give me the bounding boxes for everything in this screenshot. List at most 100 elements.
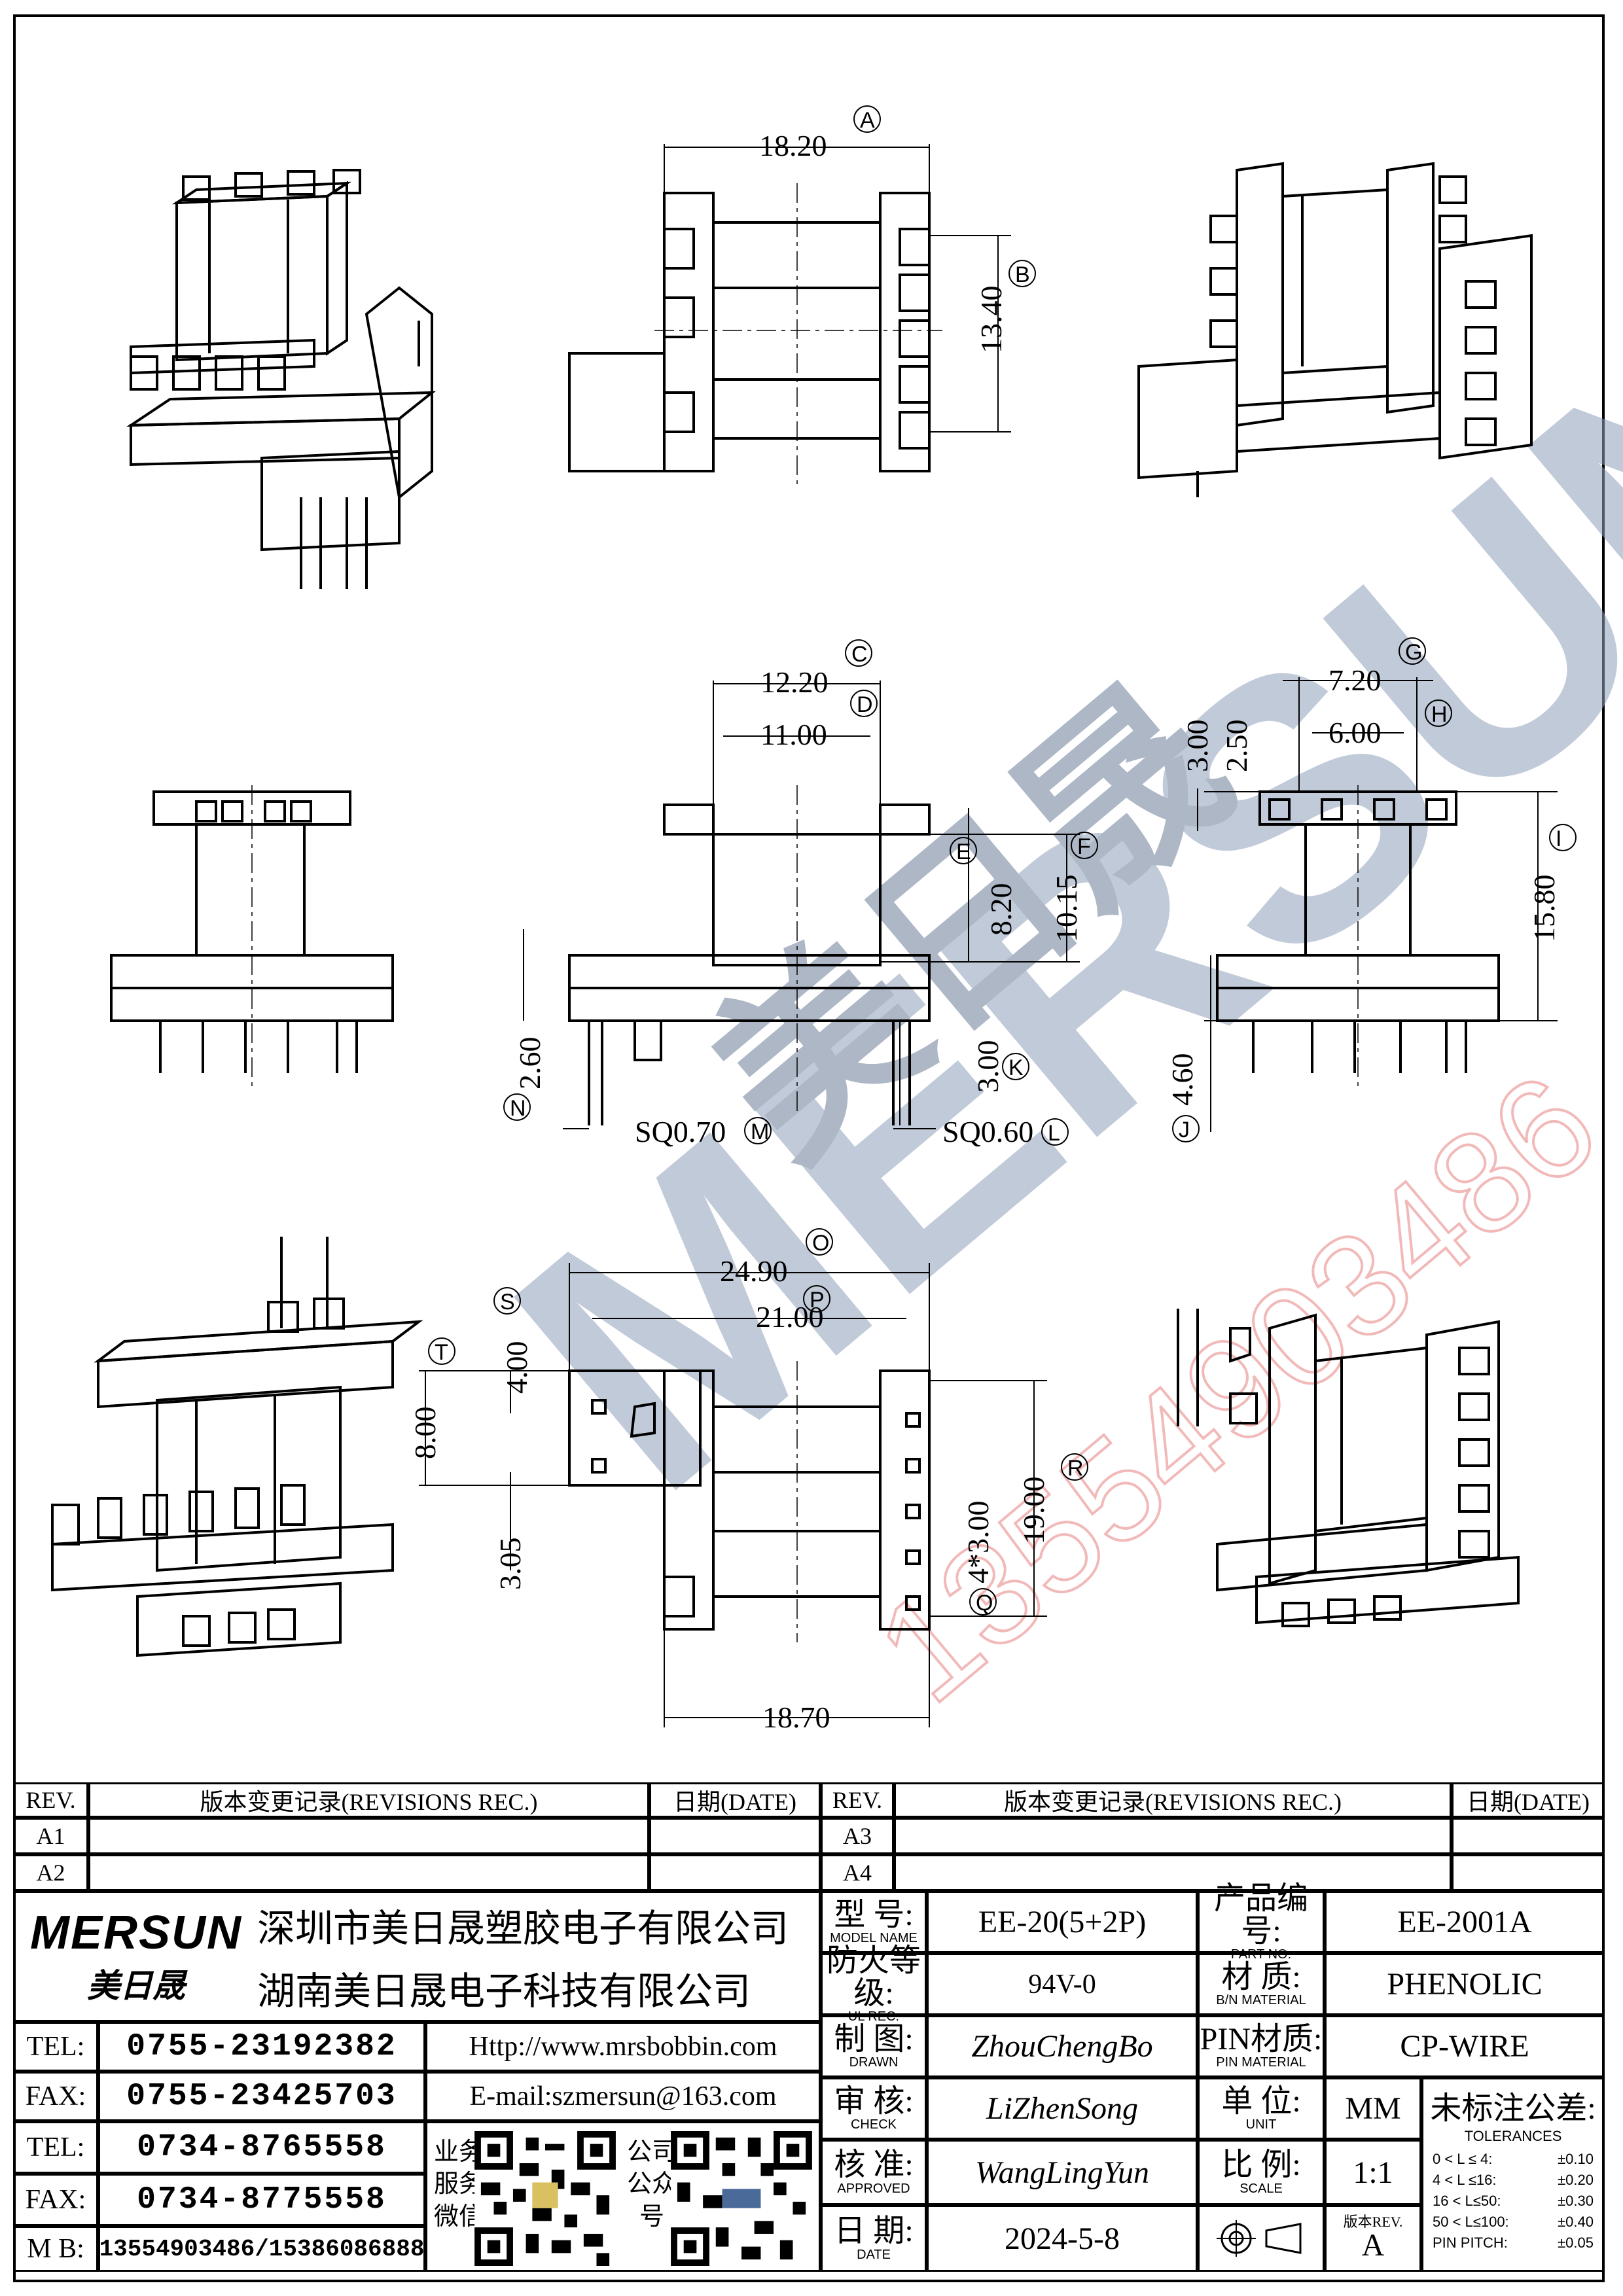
dim-K: 3.00 <box>971 1040 1005 1093</box>
side-view-left <box>110 785 394 1086</box>
approved-label: 核 准:APPROVED <box>821 2140 927 2205</box>
title-block: REV. 版本变更记录(REVISIONS REC.) 日期(DATE) A1 … <box>13 1782 1605 2282</box>
rec-header-right: 版本变更记录(REVISIONS REC.) <box>894 1782 1452 1818</box>
drawing-frame <box>13 14 1605 2282</box>
callout-H: H <box>1431 702 1448 727</box>
wechat-qr-icon <box>474 2131 616 2266</box>
rev-row-a1: A1 <box>13 1818 88 1854</box>
dim-C: 12.20 <box>760 665 829 699</box>
rev-row-a2-date <box>649 1854 821 1891</box>
technical-drawing: MERSUN 美日晟 13554903486 <box>51 105 1623 1734</box>
dim-S: 4.00 <box>500 1341 533 1394</box>
bottom-view: 24.90 21.00 4.00 8.00 3.05 19.00 4*3.00 … <box>408 1228 1088 1734</box>
unit-value: MM <box>1325 2077 1421 2140</box>
callout-O: O <box>812 1231 829 1256</box>
rev-row-a3-date <box>1452 1818 1605 1854</box>
iso-view-top-left <box>126 169 436 589</box>
dim-G: 7.20 <box>1329 663 1382 697</box>
callout-M: M <box>751 1120 769 1144</box>
rev-row-a2-rec <box>88 1854 649 1891</box>
drawn-value: ZhouChengBo <box>927 2015 1198 2077</box>
dim-Q: 4*3.00 <box>961 1501 995 1584</box>
callout-Q: Q <box>976 1591 993 1616</box>
company-logo: MERSUN 美日晟 <box>15 1906 257 2007</box>
ul-label: 防火等级:UL REC. <box>821 1944 927 2024</box>
callout-D: D <box>857 692 873 717</box>
callout-N: N <box>510 1096 526 1121</box>
dim-N: 2.60 <box>513 1037 546 1090</box>
rev-cell: 版本REV. A <box>1325 2205 1421 2272</box>
rev-row-a4-rec <box>894 1854 1452 1891</box>
callout-P: P <box>810 1288 825 1313</box>
email: E-mail:szmersun@163.com <box>425 2072 821 2121</box>
part-label: 产品编号:PART NO: <box>1198 1882 1325 1962</box>
pin-material-value: CP-WIRE <box>1325 2015 1605 2077</box>
top-view: 18.20 13.40 A B <box>568 105 1036 484</box>
rev-row-a1-date <box>649 1818 821 1854</box>
callout-E: E <box>956 839 971 864</box>
dim-B: 13.40 <box>974 286 1008 354</box>
official-account-label: 公司公众号 <box>627 2138 677 2231</box>
callout-R: R <box>1067 1456 1084 1481</box>
callout-A: A <box>860 108 875 133</box>
company-name-2: 湖南美日晟电子科技有限公司 <box>257 1969 751 2013</box>
rev-row-a3-rec <box>894 1818 1452 1854</box>
callout-K: K <box>1008 1055 1024 1080</box>
company-name-1: 深圳市美日晟塑胶电子有限公司 <box>257 1906 789 1951</box>
tel-value-2: 0734-8765558 <box>98 2121 425 2174</box>
dim-L: SQ0.60 <box>942 1115 1033 1148</box>
dim-R: 19.00 <box>1017 1477 1050 1545</box>
rev-row-a4: A4 <box>821 1854 894 1891</box>
front-view: 12.20 11.00 8.20 10.15 3.00 SQ0.70 SQ0.6… <box>503 639 1098 1148</box>
dim-250: 2.50 <box>1220 720 1253 773</box>
rev-row-a2: A2 <box>13 1854 88 1891</box>
callout-G: G <box>1405 640 1422 665</box>
side-view-right: 7.20 6.00 3.00 2.50 15.80 4.60 G H I J <box>1166 637 1577 1142</box>
fax-label-2: FAX: <box>13 2174 98 2226</box>
callout-I: I <box>1556 826 1561 851</box>
company-header: MERSUN 美日晟 深圳市美日晟塑胶电子有限公司 湖南美日晟电子科技有限公司 <box>13 1891 821 2022</box>
dim-T: 8.00 <box>408 1407 442 1460</box>
tolerance-title: 未标注公差: <box>1430 2091 1596 2126</box>
drawn-label: 制 图:DRAWN <box>821 2015 927 2077</box>
callout-T: T <box>435 1340 448 1365</box>
dim-O: 24.90 <box>720 1254 788 1288</box>
iso-view-bottom-right <box>1177 1309 1520 1627</box>
mb-label: M B: <box>13 2226 98 2272</box>
scale-label: 比 例:SCALE <box>1198 2140 1325 2205</box>
qr-block: 业务服务微信 公司公众号 <box>425 2121 821 2272</box>
callout-S: S <box>500 1290 515 1315</box>
part-value: EE-2001A <box>1325 1891 1605 1953</box>
fax-value-2: 0734-8775558 <box>98 2174 425 2226</box>
material-value: PHENOLIC <box>1325 1953 1605 2015</box>
tolerance-list: 0 < L ≤ 4:±0.10 4 < L ≤16:±0.20 16 < L≤5… <box>1433 2151 1594 2251</box>
rev-header-left: REV. <box>13 1782 88 1818</box>
fax-label-1: FAX: <box>13 2072 98 2121</box>
dim-J: 4.60 <box>1166 1053 1199 1106</box>
tel-value-1: 0755-23192382 <box>98 2022 425 2072</box>
tolerance-title-en: TOLERANCES <box>1464 2128 1562 2144</box>
model-label: 型 号:MODEL NAME <box>821 1891 927 1953</box>
dim-M: SQ0.70 <box>635 1115 726 1148</box>
mb-value: 13554903486/15386086888 <box>98 2226 425 2272</box>
logo-en: MERSUN <box>29 1907 242 1959</box>
material-label: 材 质:B/N MATERIAL <box>1198 1953 1325 2015</box>
projection-symbol <box>1198 2205 1325 2272</box>
unit-label: 单 位:UNIT <box>1198 2077 1325 2140</box>
check-value: LiZhenSong <box>927 2077 1198 2140</box>
callout-L: L <box>1048 1121 1060 1146</box>
official-account-qr-icon <box>671 2131 812 2266</box>
dim-A: 18.20 <box>759 129 827 162</box>
pin-material-label: PIN材质:PIN MATERIAL <box>1198 2015 1325 2077</box>
rec-header-left: 版本变更记录(REVISIONS REC.) <box>88 1782 649 1818</box>
dim-305: 3.05 <box>493 1538 527 1591</box>
callout-B: B <box>1015 262 1030 287</box>
iso-view-bottom-left <box>51 1237 423 1657</box>
rev-row-a4-date <box>1452 1854 1605 1891</box>
model-value: EE-20(5+2P) <box>927 1891 1198 1953</box>
callout-C: C <box>851 642 868 667</box>
dim-E: 8.20 <box>984 883 1018 936</box>
scale-value: 1:1 <box>1325 2140 1421 2205</box>
date-header-left: 日期(DATE) <box>649 1782 821 1818</box>
date-value: 2024-5-8 <box>927 2205 1198 2272</box>
